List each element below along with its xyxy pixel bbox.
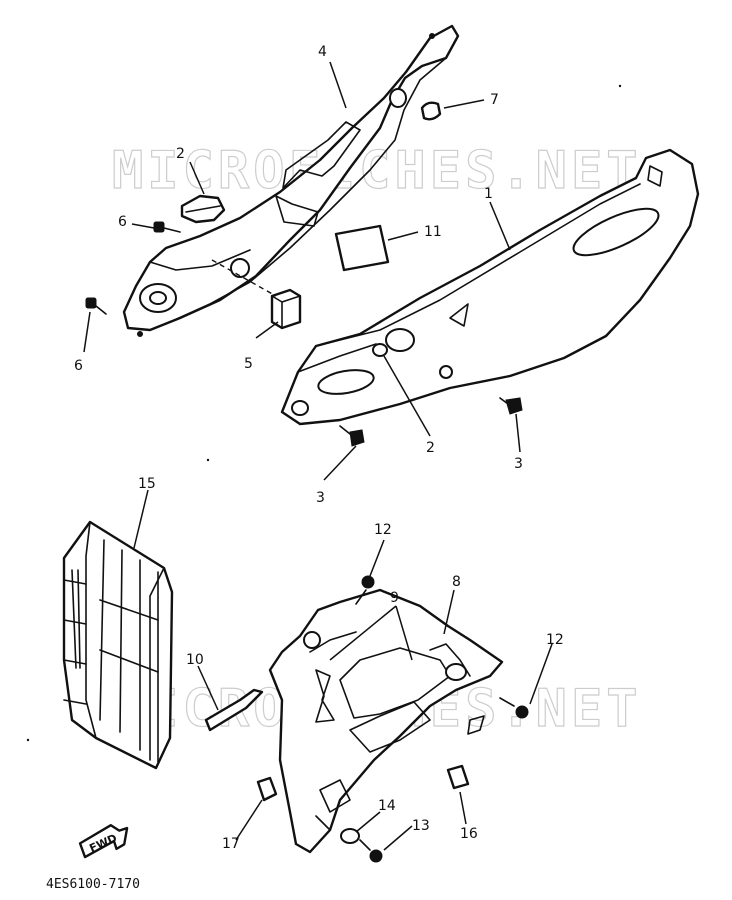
callout-4: 4 — [318, 44, 327, 60]
watermark-top: MICROFICHES.NET — [112, 141, 642, 201]
callout-8: 8 — [452, 574, 461, 590]
part-6-screw-lower[interactable] — [85, 297, 107, 315]
part-2-damper-left[interactable] — [180, 194, 226, 224]
part-10-seal-strip[interactable] — [204, 688, 264, 732]
part-3-screw-left[interactable] — [339, 425, 365, 447]
callout-6-lower: 6 — [74, 358, 83, 374]
callout-numbers: 4 2 6 6 7 5 11 1 2 3 3 15 12 9 8 10 12 1… — [74, 44, 564, 852]
callout-2-right: 2 — [426, 440, 435, 456]
callout-13: 13 — [412, 818, 430, 834]
callout-12-right: 12 — [546, 632, 564, 648]
part-11-label-sticker[interactable] — [334, 224, 390, 272]
callout-11: 11 — [424, 224, 442, 240]
callout-12-top: 12 — [374, 522, 392, 538]
part-1-side-cover-right[interactable] — [280, 148, 700, 426]
callout-1: 1 — [484, 186, 493, 202]
callout-14: 14 — [378, 798, 396, 814]
part-5-damper-block[interactable] — [270, 288, 302, 330]
fwd-arrow-icon: FWD — [78, 824, 129, 859]
callout-15: 15 — [138, 476, 156, 492]
part-13-screw[interactable] — [359, 839, 383, 863]
callout-7: 7 — [490, 92, 499, 108]
callout-2-left: 2 — [176, 146, 185, 162]
part-14-washer[interactable] — [340, 828, 360, 844]
part-16-nut[interactable] — [446, 715, 485, 790]
callout-3-right: 3 — [514, 456, 523, 472]
part-3-screw-right[interactable] — [499, 397, 523, 415]
callout-9: 9 — [390, 590, 399, 606]
part-12-screw-right[interactable] — [499, 697, 529, 719]
part-17-clip[interactable] — [256, 776, 278, 802]
part-7-grommet[interactable] — [420, 101, 442, 121]
callout-3-left: 3 — [316, 490, 325, 506]
callout-16: 16 — [460, 826, 478, 842]
callout-17: 17 — [222, 836, 240, 852]
part-6-screw-upper[interactable] — [153, 221, 181, 233]
part-15-radiator-guard[interactable] — [62, 520, 174, 770]
callout-5: 5 — [244, 356, 253, 372]
part-4-side-cover-left[interactable] — [122, 24, 460, 337]
diagram-code: 4ES6100-7170 — [46, 877, 140, 892]
leader-lines — [83, 61, 553, 851]
callout-6-upper: 6 — [118, 214, 127, 230]
part-8-radiator-cover[interactable] — [268, 588, 504, 854]
part-12-screw-top[interactable] — [355, 575, 375, 605]
callout-10: 10 — [186, 652, 204, 668]
